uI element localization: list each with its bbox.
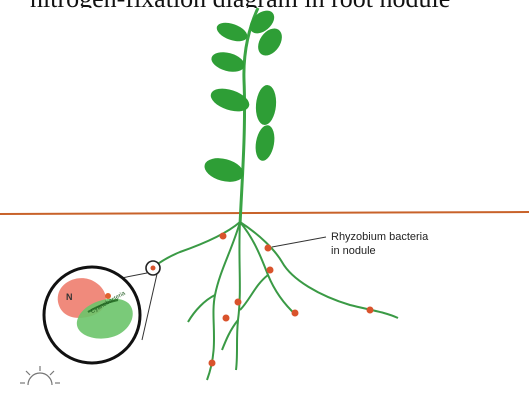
nodule bbox=[367, 307, 374, 314]
nodule bbox=[265, 245, 272, 252]
inset-n-label: N bbox=[66, 292, 73, 302]
nodule bbox=[267, 267, 274, 274]
callout-line bbox=[272, 237, 326, 247]
root bbox=[222, 320, 238, 350]
magnified-nodule-core bbox=[151, 266, 156, 271]
nodule bbox=[292, 310, 299, 317]
leaf bbox=[254, 84, 277, 126]
rhizobium-callout: Rhyzobium bacteria in nodule bbox=[331, 230, 428, 258]
nodule bbox=[220, 233, 227, 240]
nodule bbox=[235, 299, 242, 306]
nodule bbox=[223, 315, 230, 322]
leaf bbox=[202, 154, 246, 186]
root bbox=[240, 275, 268, 310]
zoom-line bbox=[142, 274, 157, 340]
root bbox=[236, 222, 240, 370]
callout-line-2: in nodule bbox=[331, 244, 428, 258]
root bbox=[188, 295, 215, 322]
leaf bbox=[209, 49, 247, 75]
nodule bbox=[209, 360, 216, 367]
callout-line-1: Rhyzobium bacteria bbox=[331, 230, 428, 244]
leaf bbox=[253, 124, 277, 163]
leaf bbox=[214, 19, 250, 45]
sun-icon bbox=[20, 366, 60, 385]
soil-line bbox=[0, 212, 529, 214]
